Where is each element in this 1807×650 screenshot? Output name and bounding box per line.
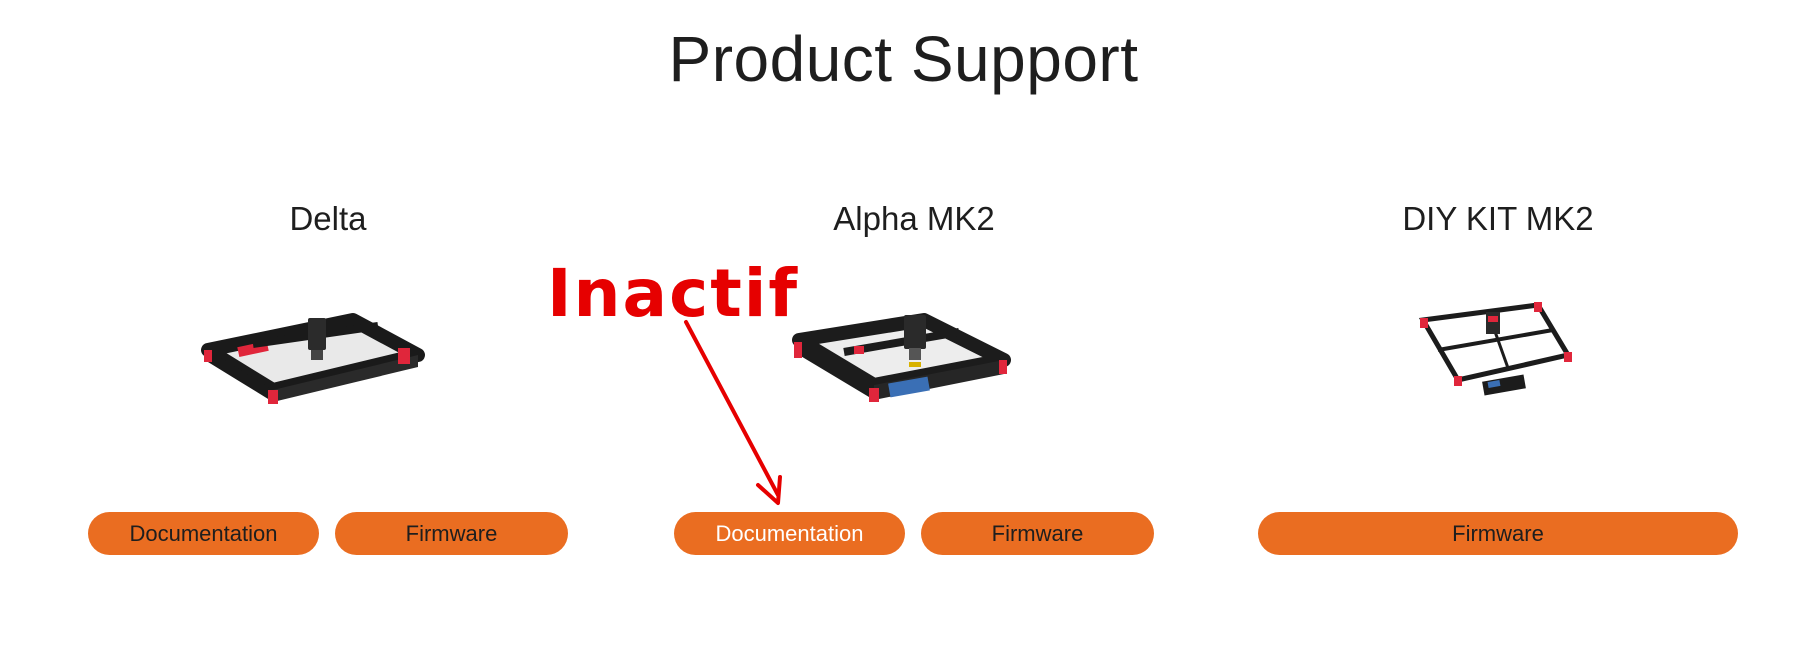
product-title: DIY KIT MK2	[1402, 200, 1594, 237]
product-title: Delta	[289, 200, 367, 237]
firmware-button-delta[interactable]: Firmware	[335, 512, 568, 555]
product-image-diy-kit-mk2	[1418, 302, 1572, 396]
product-title: Alpha MK2	[833, 200, 995, 237]
inactive-annotation-label: Inactif	[547, 255, 800, 332]
firmware-button-alpha-mk2[interactable]: Firmware	[921, 512, 1154, 555]
product-image-delta	[201, 313, 425, 404]
firmware-button-diy-kit-mk2[interactable]: Firmware	[1258, 512, 1738, 555]
documentation-button-alpha-mk2[interactable]: Documentation	[674, 512, 905, 555]
documentation-button-delta[interactable]: Documentation	[88, 512, 319, 555]
page-title: Product Support	[668, 23, 1139, 95]
product-image-alpha-mk2	[792, 313, 1011, 402]
